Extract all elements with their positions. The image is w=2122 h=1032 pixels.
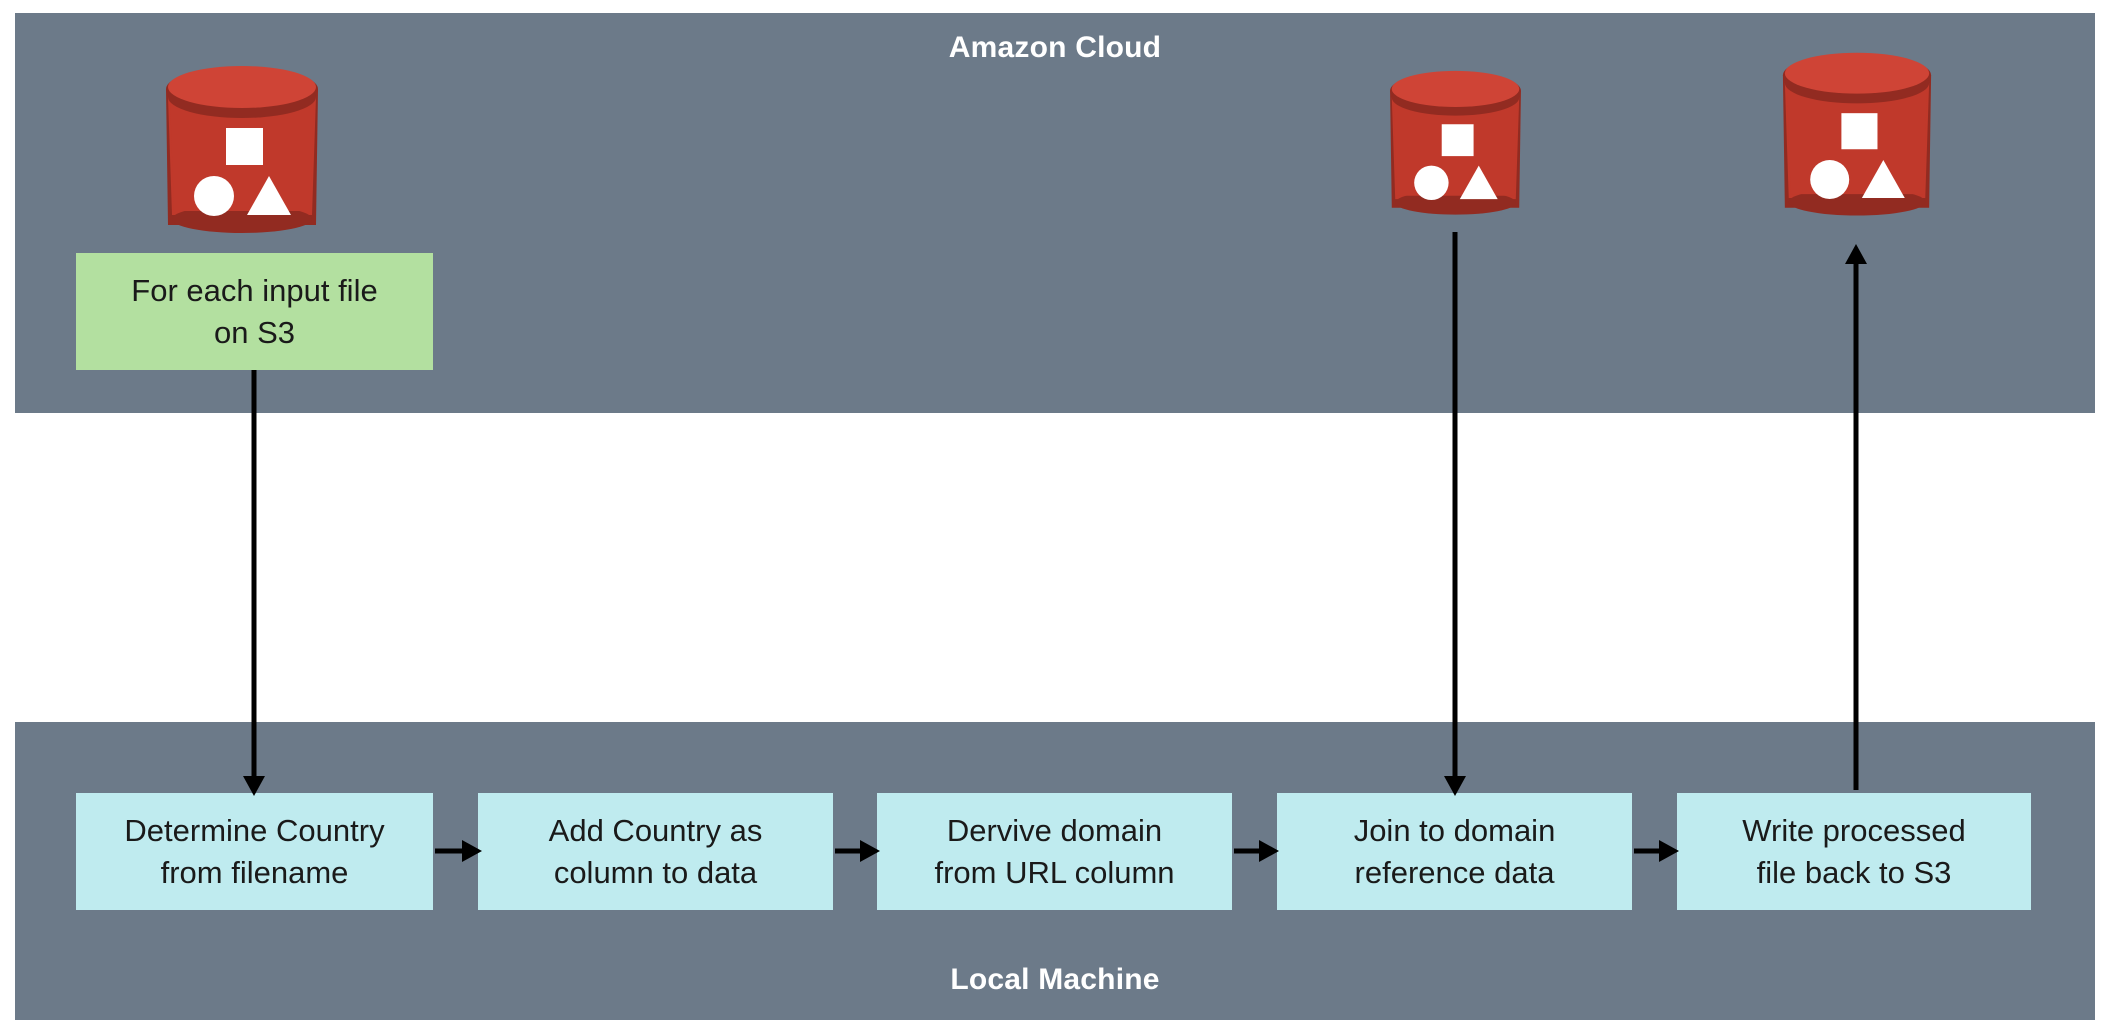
node-derive-domain[interactable]: Dervive domain from URL column <box>877 793 1232 910</box>
s3-bucket-glyph <box>166 66 318 233</box>
node-label-line1: Join to domain <box>1353 812 1556 848</box>
node-label-line2: from filename <box>160 854 349 890</box>
node-label-line1: Determine Country <box>124 812 385 848</box>
node-for-each-input-file[interactable]: For each input file on S3 <box>76 253 433 370</box>
node-write-processed-file[interactable]: Write processed file back to S3 <box>1677 793 2031 910</box>
node-label-line1: For each input file <box>131 272 378 308</box>
node-label: For each input file on S3 <box>131 270 377 354</box>
node-determine-country[interactable]: Determine Country from filename <box>76 793 433 910</box>
node-label: Determine Country from filename <box>124 810 384 894</box>
node-label: Write processed file back to S3 <box>1742 810 1965 894</box>
node-label-line2: file back to S3 <box>1756 854 1952 890</box>
node-add-country-column[interactable]: Add Country as column to data <box>478 793 833 910</box>
node-label-line2: on S3 <box>213 314 295 350</box>
s3-bucket-glyph <box>1390 70 1521 215</box>
node-label: Dervive domain from URL column <box>934 810 1174 894</box>
node-label-line1: Dervive domain <box>946 812 1163 848</box>
s3-bucket-icon <box>152 55 332 255</box>
lane-label-amazon-cloud: Amazon Cloud <box>948 31 1162 64</box>
s3-bucket-icon <box>1768 42 1946 237</box>
s3-bucket-glyph <box>1782 52 1932 216</box>
node-label: Join to domain reference data <box>1354 810 1556 894</box>
node-join-domain-reference[interactable]: Join to domain reference data <box>1277 793 1632 910</box>
node-label-line2: reference data <box>1354 854 1555 890</box>
lane-label-local-machine: Local Machine <box>950 963 1160 996</box>
node-label-line2: from URL column <box>934 854 1175 890</box>
node-label-line2: column to data <box>553 854 758 890</box>
node-label-line1: Write processed <box>1742 812 1966 848</box>
node-label-line1: Add Country as <box>548 812 763 848</box>
node-label: Add Country as column to data <box>549 810 763 894</box>
s3-bucket-icon <box>1378 60 1533 235</box>
